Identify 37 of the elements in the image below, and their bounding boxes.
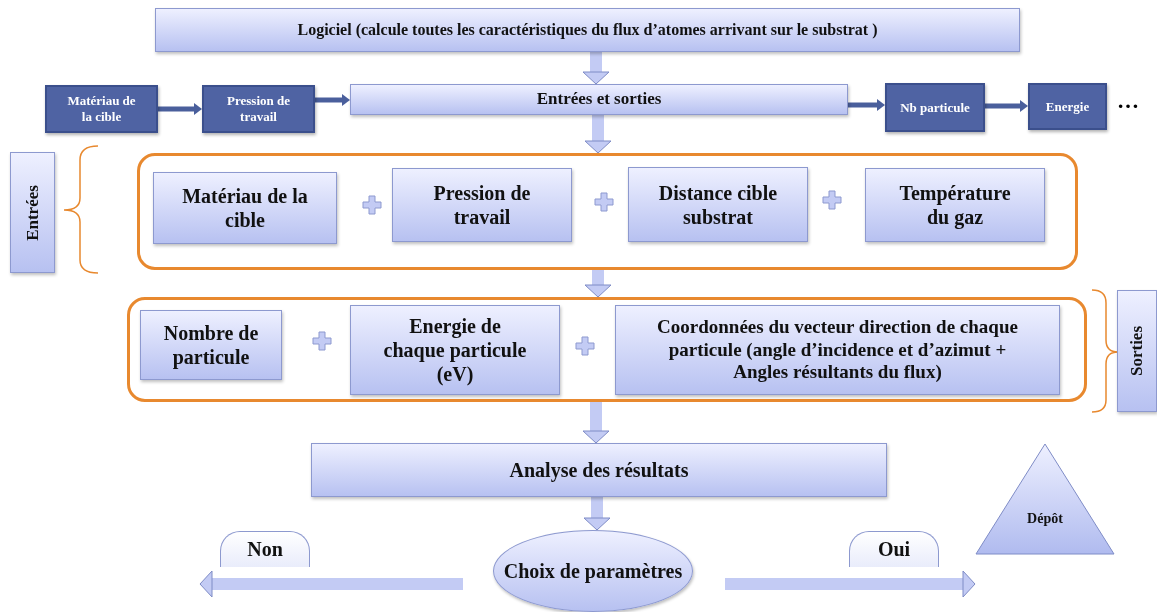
node-text: Dépôt (1027, 511, 1063, 527)
process-box: Entrées et sorties (350, 84, 848, 115)
arrow (315, 94, 350, 106)
result-box: Coordonnées du vecteur direction de chaque particule (angle d’incidence et d’azimut + Angles résultants du flux) (615, 305, 1060, 395)
edge-label: Non (220, 531, 310, 567)
parameter-box: Température du gaz (865, 168, 1045, 242)
group-frame (137, 153, 1078, 270)
parameter-box: Pression de travail (392, 168, 572, 242)
arrow (985, 100, 1028, 112)
arrow (583, 497, 611, 531)
input-box: Pression de travail (202, 85, 315, 133)
decision-ellipse: Choix de paramètres (493, 530, 693, 612)
ellipsis-text: … (1117, 88, 1139, 114)
result-box: Nombre de particule (140, 310, 282, 380)
input-box: Matériau de la cible (45, 85, 158, 133)
arrow (158, 103, 202, 115)
node-text: Sorties (1127, 326, 1147, 376)
arrow (582, 402, 610, 444)
arrow (582, 52, 610, 85)
arrow (848, 99, 885, 111)
arrow (199, 570, 463, 598)
result-box: Energie de chaque particule (eV) (350, 305, 560, 395)
side-label-box (10, 152, 55, 273)
arrow (725, 570, 976, 598)
node-text: Entrées (22, 184, 43, 241)
edge-label: Oui (849, 531, 939, 567)
title-box: Logiciel (calcule toutes les caractéristiques du flux d’atomes arrivant sur le substrat ) (155, 8, 1020, 52)
side-label-box (1117, 290, 1157, 412)
arrow (584, 115, 612, 154)
group-frame (127, 297, 1087, 402)
parameter-box: Matériau de la cible (153, 172, 337, 244)
triangle-shape (975, 443, 1115, 555)
output-box: Energie (1028, 83, 1107, 130)
process-box: Analyse des résultats (311, 443, 887, 497)
arrow (584, 270, 612, 298)
parameter-box: Distance cible substrat (628, 167, 808, 242)
output-box: Nb particule (885, 83, 985, 132)
